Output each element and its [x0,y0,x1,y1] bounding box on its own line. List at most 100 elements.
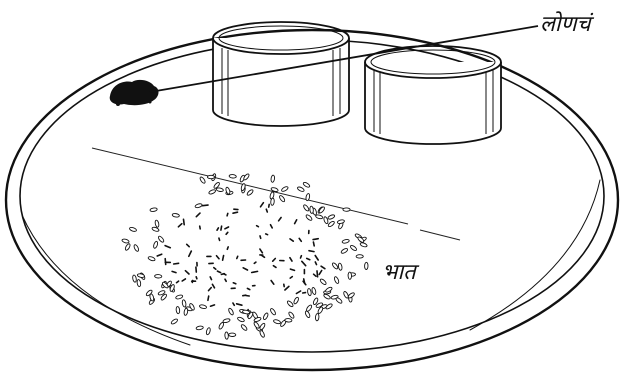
rice-grain [157,254,162,256]
rice-grain [273,259,276,262]
rice-grain [240,324,247,331]
rice-grain [149,293,154,301]
rice-grain [321,266,325,269]
rice-grain [271,175,275,183]
rice-grain [350,244,358,251]
rice-label: भात [382,262,416,284]
rice-grain [290,239,293,241]
rice-grain [199,176,206,184]
rice-grain [323,293,331,300]
rice-grain [177,281,179,283]
rice-grain [243,295,246,296]
rice-grain [315,313,319,320]
rice-grain [313,239,318,240]
rice-grain [216,187,224,192]
rice-grain [172,271,176,272]
rice-grain [266,234,268,235]
rice-grain [129,227,137,232]
rice-grain [317,271,318,277]
rice-grain [229,174,237,178]
rice-grain [212,284,214,288]
rice-grain [269,204,270,207]
rice-grain [252,271,258,272]
rice-grain [325,303,333,310]
rice-grain [217,256,220,259]
rice-grain [199,304,207,309]
rice-grain [226,232,228,234]
rice-grain [335,297,343,304]
rice-grain [174,263,179,264]
rice-grain [310,206,314,214]
rice-grain [301,256,302,258]
rice-grain [153,241,159,249]
rice-grain [208,296,209,300]
rice-grain [286,300,293,307]
rice-grain [319,278,327,285]
rice-grain [237,256,238,258]
rice-grain [307,258,310,259]
rice-grain [288,311,295,319]
rice-grain [281,186,289,193]
rice-grain [247,288,249,289]
rice-grain [303,281,306,285]
rice-grain [224,274,226,275]
rice-grain [295,220,297,224]
rice-grain [356,255,363,259]
rice-grain [270,308,277,316]
rice-grain [364,262,368,269]
rice-grain [184,308,189,316]
plate-reflection [92,148,460,240]
rice-grain [202,205,208,206]
rice-grain [192,281,193,283]
rice-grain [157,235,164,243]
rice-grain [150,207,158,211]
rice-grain [337,219,345,224]
rice-grain [165,259,166,265]
rice-grain [210,277,211,280]
bowl-right [365,46,501,144]
rice-grain [271,281,274,285]
rice-grain [270,198,274,206]
rice-grain [182,279,185,281]
rice-grain [260,249,263,253]
rice-grain [315,256,318,261]
rice-grain [208,189,216,195]
rice-grain [218,322,224,330]
rice-grain [196,326,204,331]
rice-grain [315,262,316,265]
rice-grain [273,266,276,268]
rice-grain [225,227,229,229]
rice-grain [185,271,189,274]
rice-grain [331,262,338,270]
rice-grain [184,219,185,224]
rice-grain [290,277,292,279]
rice-grain [279,195,286,203]
rice-grain [243,268,247,270]
rice-grain [273,319,281,324]
rice-grain [302,261,306,265]
rice-grain [237,304,242,305]
rice-grain [343,208,350,212]
rice-grain [223,256,224,261]
rice-grain [307,288,312,296]
rice-grain [132,275,137,283]
rice-grain [315,214,323,219]
rice-grain [360,242,368,248]
rice-grain [233,212,238,213]
rice-grain [347,292,355,299]
rice-grain [227,247,228,249]
rice-grain [206,327,211,335]
rice-grain [137,273,145,278]
rice-grain [290,258,292,261]
rice-grain [155,274,162,278]
rice-grain [259,330,265,338]
rice-grain [229,333,236,337]
rice-grain [187,244,190,246]
rice-grain [305,214,313,221]
rice-grain [306,304,313,312]
rice-grain [296,291,300,294]
rice-grain [122,238,130,243]
rice-grain [214,268,216,270]
rice-grain [211,305,215,306]
rice-grain [172,213,180,217]
